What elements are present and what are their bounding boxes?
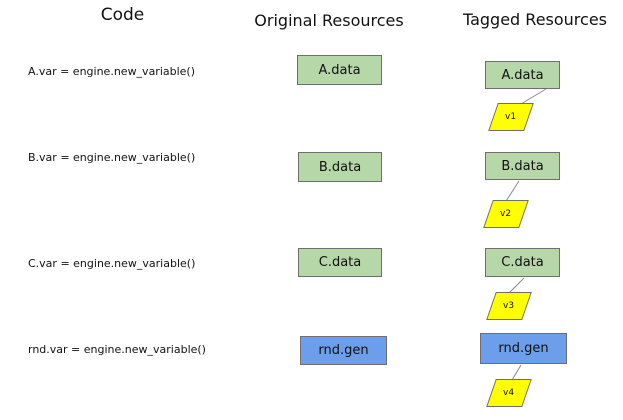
tag-label: v2 bbox=[500, 209, 512, 219]
connector-line-v3 bbox=[508, 277, 525, 294]
original-resource-box-rnd: rnd.gen bbox=[300, 336, 387, 365]
connector-line-v2 bbox=[505, 180, 520, 202]
original-resource-box-b: B.data bbox=[298, 152, 382, 182]
code-line-c: C.var = engine.new_variable() bbox=[28, 257, 196, 270]
tagged-resource-box-b: B.data bbox=[485, 152, 560, 180]
tagged-resource-box-rnd: rnd.gen bbox=[480, 333, 567, 364]
tagged-resource-box-c: C.data bbox=[485, 248, 560, 277]
tag-parallelogram-v2: v2 bbox=[483, 200, 529, 228]
tagged-resource-box-a: A.data bbox=[485, 61, 560, 89]
column-header-tagged-resources: Tagged Resources bbox=[462, 10, 608, 29]
connector-line-v4 bbox=[511, 364, 522, 381]
column-header-original-resources: Original Resources bbox=[254, 11, 404, 30]
code-line-b: B.var = engine.new_variable() bbox=[28, 151, 196, 164]
original-resource-box-a: A.data bbox=[297, 55, 382, 85]
code-line-a: A.var = engine.new_variable() bbox=[28, 65, 196, 78]
connector-line-v1 bbox=[520, 88, 547, 105]
column-header-code: Code bbox=[100, 5, 145, 25]
code-line-rnd: rnd.var = engine.new_variable() bbox=[28, 343, 206, 356]
tag-label: v1 bbox=[505, 112, 517, 122]
original-resource-box-c: C.data bbox=[298, 248, 382, 277]
tag-label: v3 bbox=[503, 301, 515, 311]
tag-parallelogram-v4: v4 bbox=[486, 379, 532, 407]
tag-label: v4 bbox=[503, 388, 515, 398]
tag-parallelogram-v3: v3 bbox=[486, 292, 532, 320]
tag-parallelogram-v1: v1 bbox=[488, 103, 534, 131]
